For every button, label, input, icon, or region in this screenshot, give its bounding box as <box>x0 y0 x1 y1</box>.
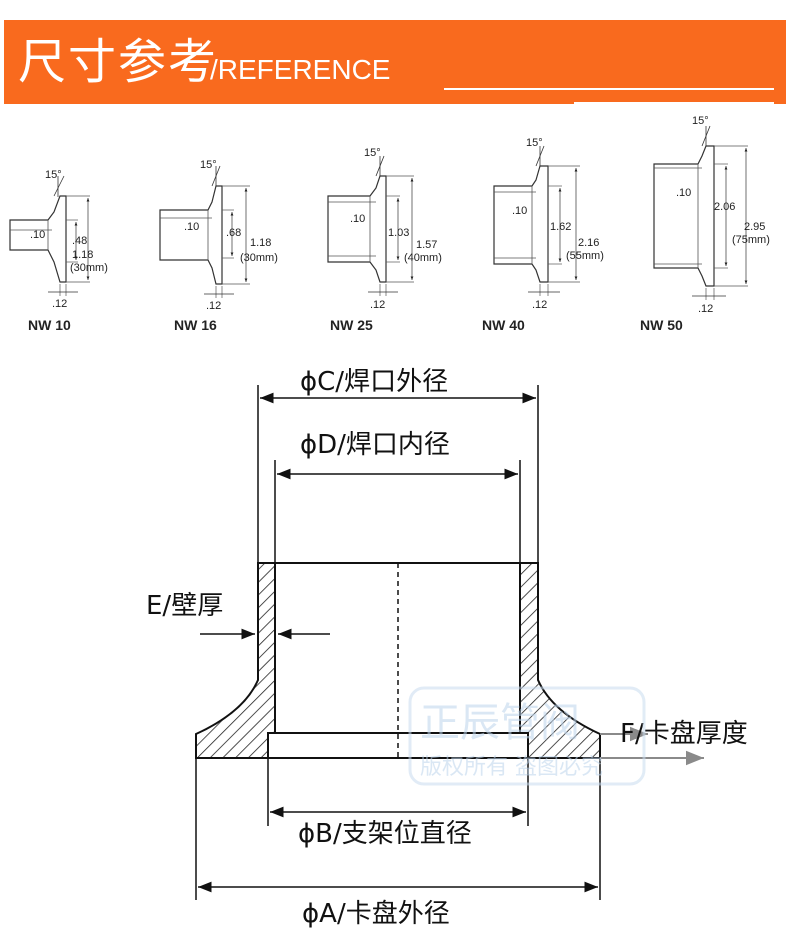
nw40-dim-inner: 1.62 <box>550 221 571 233</box>
watermark-line1: 正辰管阀 <box>420 700 580 746</box>
nw50-dim-inner: 2.06 <box>714 201 735 213</box>
nw50-bore: .10 <box>676 187 691 199</box>
watermark: 正辰管阀 版权所有 盗图必究 <box>408 686 646 786</box>
banner-rule-long <box>444 88 774 90</box>
banner-title-cn: 尺寸参考 <box>18 34 219 90</box>
nw40-dim-outer-mm: (55mm) <box>566 250 604 262</box>
banner-rule-short <box>574 102 774 104</box>
nw50-dim-outer: 2.95 <box>744 221 765 233</box>
nw16-label: NW 16 <box>174 317 217 333</box>
nw16-bore: .10 <box>184 221 199 233</box>
nw50-label: NW 50 <box>640 317 683 333</box>
label-b: ϕB/支架位直径 <box>298 819 472 849</box>
flange-sketch-nw50: 15° .10 2.06 2.95 (75mm) .12 NW 50 <box>640 115 770 333</box>
label-f: F/卡盘厚度 <box>620 719 748 749</box>
watermark-line2: 版权所有 盗图必究 <box>420 755 603 780</box>
nw40-label: NW 40 <box>482 317 525 333</box>
label-d: ϕD/焊口内径 <box>300 430 450 460</box>
label-c: ϕC/焊口外径 <box>300 367 448 397</box>
nw50-thickness: .12 <box>698 303 713 315</box>
nw10-angle: 15° <box>45 169 62 181</box>
nw10-dim-inner: .48 <box>72 235 87 247</box>
nw10-dim-outer-mm: (30mm) <box>70 262 108 274</box>
nw25-angle: 15° <box>364 147 381 159</box>
nw10-thickness: .12 <box>52 298 67 310</box>
nw16-thickness: .12 <box>206 300 221 312</box>
flange-cross-section: ϕC/焊口外径 ϕD/焊口内径 E/壁厚 F/卡盘厚度 ϕB/支架位直径 ϕA/… <box>146 367 748 929</box>
nw40-dim-outer: 2.16 <box>578 237 599 249</box>
label-a: ϕA/卡盘外径 <box>302 899 450 929</box>
header-banner: 尺寸参考 /REFERENCE <box>4 20 786 104</box>
nw16-angle: 15° <box>200 159 217 171</box>
nw16-dim-outer-mm: (30mm) <box>240 252 278 264</box>
label-e: E/壁厚 <box>146 591 223 621</box>
nw50-dim-outer-mm: (75mm) <box>732 234 770 246</box>
nw10-label: NW 10 <box>28 317 71 333</box>
nw25-dim-inner: 1.03 <box>388 227 409 239</box>
flange-sketch-nw16: 15° .10 .68 1.18 (30mm) .12 NW 16 <box>159 159 278 333</box>
nw10-dim-outer: 1.18 <box>72 249 93 261</box>
nw25-dim-outer-mm: (40mm) <box>404 252 442 264</box>
nw25-bore: .10 <box>350 213 365 225</box>
nw10-bore: .10 <box>30 229 45 241</box>
nw40-thickness: .12 <box>532 299 547 311</box>
nw50-angle: 15° <box>692 115 709 127</box>
nw25-dim-outer: 1.57 <box>416 239 437 251</box>
nw16-dim-outer: 1.18 <box>250 237 271 249</box>
nw25-thickness: .12 <box>370 299 385 311</box>
nw40-angle: 15° <box>526 137 543 149</box>
nw40-bore: .10 <box>512 205 527 217</box>
banner-title-en: /REFERENCE <box>210 54 391 85</box>
flange-sketch-nw10: 15° .10 .48 1.18 (30mm) .12 NW 10 <box>9 169 108 333</box>
flange-sketch-nw40: 15° .10 1.62 2.16 (55mm) .12 NW 40 <box>482 137 604 333</box>
nw25-label: NW 25 <box>330 317 373 333</box>
flange-sketch-nw25: 15° .10 1.03 1.57 (40mm) .12 NW 25 <box>327 147 442 333</box>
nw16-dim-inner: .68 <box>226 227 241 239</box>
